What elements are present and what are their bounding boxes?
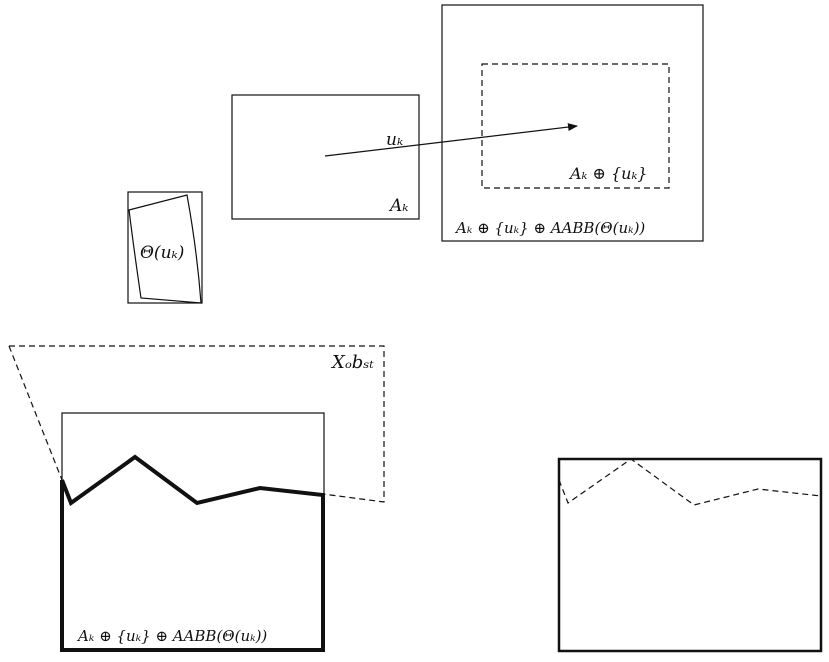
theta-shape xyxy=(128,194,202,304)
x-obst-region xyxy=(9,345,385,503)
minkowski-aabb-label: Aₖ ⊕ {uₖ} ⊕ AABB(Θ(uₖ)) xyxy=(454,219,645,237)
ak-box xyxy=(231,94,420,220)
uk-arrow xyxy=(324,123,578,157)
x-obst-label: Xₒbₛₜ xyxy=(330,352,374,373)
translated-ak-label: Aₖ ⊕ {uₖ} xyxy=(568,164,647,183)
theta-aabb-box xyxy=(127,191,203,304)
bottom-left-aabb-box xyxy=(61,412,325,651)
ak-label: Aₖ xyxy=(388,196,408,216)
theta-label: Θ(uₖ) xyxy=(140,243,184,263)
uk-label: uₖ xyxy=(386,130,403,150)
translated-ak-box xyxy=(481,63,670,189)
minkowski-aabb-box xyxy=(441,4,704,242)
result-dashed-boundary xyxy=(558,458,822,506)
bottom-left-label: Aₖ ⊕ {uₖ} ⊕ AABB(Θ(uₖ)) xyxy=(76,627,267,645)
result-box xyxy=(557,457,823,653)
x-obst-left-edge xyxy=(8,345,63,481)
free-region-outline xyxy=(60,454,325,652)
